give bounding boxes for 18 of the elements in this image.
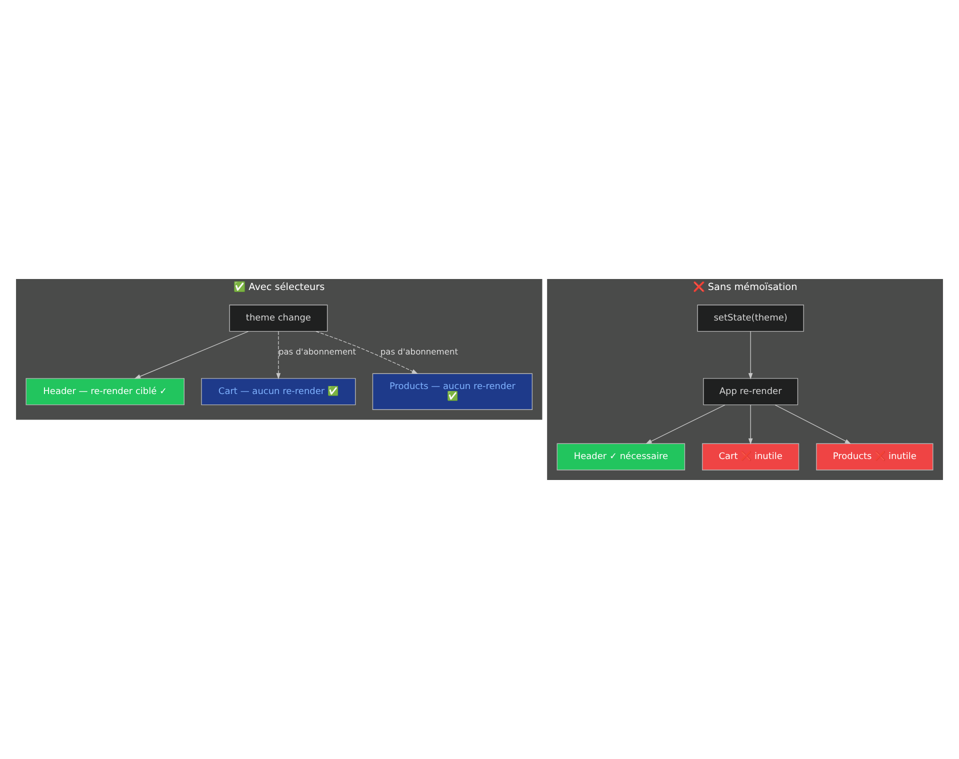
arrow xyxy=(316,331,418,374)
arrow xyxy=(748,404,753,445)
node-box: Header ✓ nécessaire xyxy=(556,443,686,470)
node-box: Header — re-render ciblé ✓ xyxy=(26,378,184,406)
arrow xyxy=(748,331,753,380)
arrow xyxy=(646,404,726,444)
edge-label: pas d'abonnement xyxy=(380,346,458,357)
arrow xyxy=(276,331,281,380)
node-box: Products ❌ inutile xyxy=(816,443,934,470)
node-box: Products — aucun re-render ✅ xyxy=(372,373,533,410)
node-box: theme change xyxy=(229,304,328,332)
node-box: setState(theme) xyxy=(697,304,804,332)
edge-label: pas d'abonnement xyxy=(278,346,356,357)
arrow xyxy=(774,404,852,444)
node-box: Cart ❌ inutile xyxy=(702,443,800,470)
arrow xyxy=(134,331,249,379)
node-box: App re-render xyxy=(703,378,798,406)
node-box: Cart — aucun re-render ✅ xyxy=(201,378,356,406)
